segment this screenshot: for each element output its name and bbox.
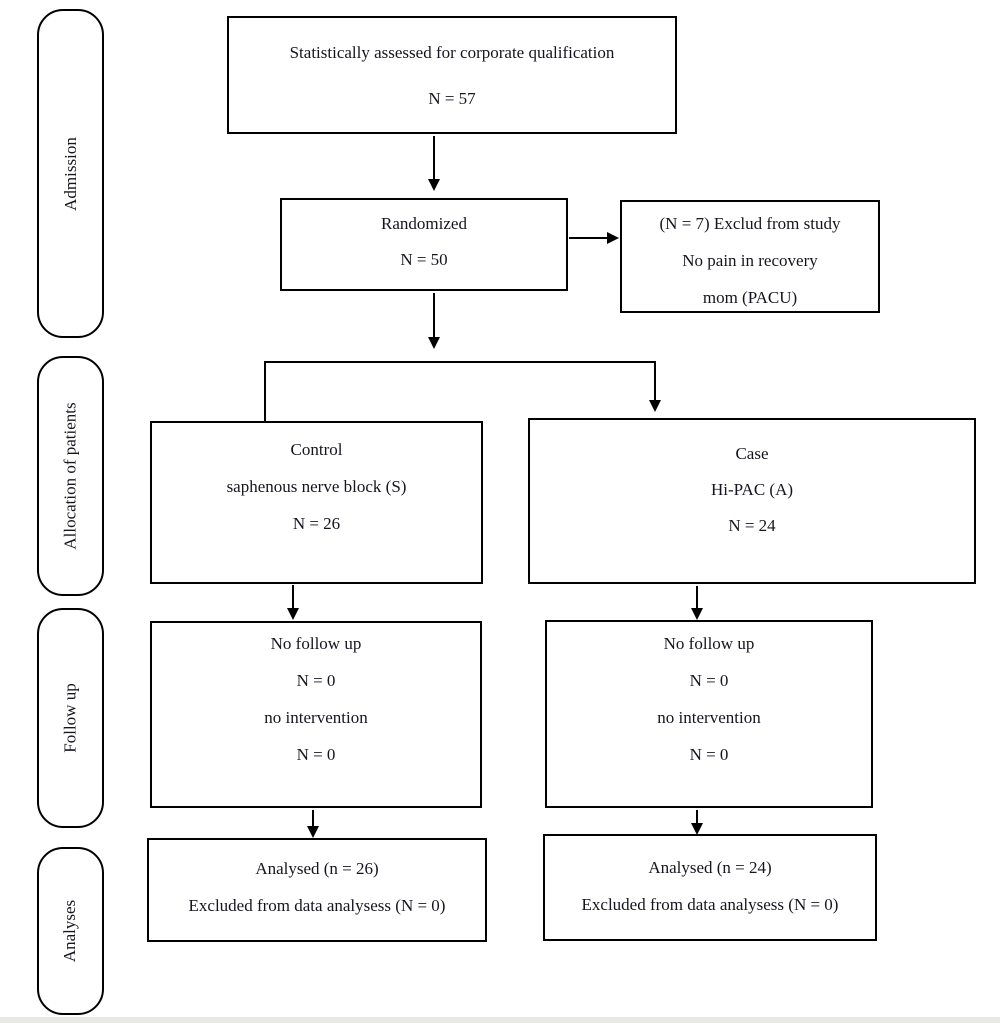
stage-admission: Admission <box>37 9 104 338</box>
box-randomized-line: Randomized <box>381 214 467 233</box>
box-assessed-for-qualification: Statistically assessed for corporate qua… <box>227 16 677 134</box>
box-control-group: Control saphenous nerve block (S) N = 26 <box>150 421 483 584</box>
box-assessed-line: Statistically assessed for corporate qua… <box>289 43 615 62</box>
box-analysed-line: Analysed (n = 26) <box>255 859 379 878</box>
arrow-randomized-to-excluded-shaft <box>569 237 609 239</box>
stage-allocation-of-patients: Allocation of patients <box>37 356 104 596</box>
arrow-assessed-to-randomized-shaft <box>433 136 435 181</box>
box-case-line: Hi-PAC (A) <box>710 480 794 499</box>
box-case-group: Case Hi-PAC (A) N = 24 <box>528 418 976 584</box>
stage-followup-label: Follow up <box>60 683 80 753</box>
stage-allocation-label: Allocation of patients <box>60 402 80 550</box>
split-to-case-head <box>649 400 661 412</box>
arrow-assessed-to-randomized-head <box>428 179 440 191</box>
box-followup-count: N = 0 <box>689 745 729 764</box>
box-followup-line: No follow up <box>663 634 755 653</box>
arrow-control-to-followup-shaft <box>292 585 294 610</box>
box-assessed-count: N = 57 <box>428 89 476 108</box>
box-randomized: Randomized N = 50 <box>280 198 568 291</box>
box-case-line: Case <box>735 444 769 463</box>
split-to-control-line <box>264 361 266 421</box>
box-followup-count: N = 0 <box>689 671 729 690</box>
arrow-randomized-to-excluded-head <box>607 232 619 244</box>
box-followup-case: No follow up N = 0 no intervention N = 0 <box>545 620 873 808</box>
box-analysed-case: Analysed (n = 24) Excluded from data ana… <box>543 834 877 941</box>
box-followup-control: No follow up N = 0 no intervention N = 0 <box>150 621 482 808</box>
box-excluded-line: No pain in recovery <box>682 251 818 270</box>
box-analysed-line: Excluded from data analysess (N = 0) <box>581 895 839 914</box>
stage-analyses: Analyses <box>37 847 104 1015</box>
stage-analyses-label: Analyses <box>60 899 80 963</box>
split-rail-line <box>264 361 656 363</box>
arrow-case-to-followup-shaft <box>696 586 698 609</box>
stage-admission-label: Admission <box>60 136 80 211</box>
box-analysed-line: Analysed (n = 24) <box>648 858 772 877</box>
box-followup-line: no intervention <box>264 708 368 727</box>
box-case-count: N = 24 <box>728 516 776 535</box>
box-excluded-from-study: (N = 7) Exclud from study No pain in rec… <box>620 200 880 313</box>
arrow-followup-to-analysed-left-shaft <box>312 810 314 828</box>
box-control-count: N = 26 <box>292 514 341 533</box>
box-analysed-line: Excluded from data analysess (N = 0) <box>188 896 446 915</box>
box-followup-count: N = 0 <box>296 745 336 764</box>
box-followup-line: No follow up <box>270 634 362 653</box>
stage-follow-up: Follow up <box>37 608 104 828</box>
box-followup-line: no intervention <box>657 708 761 727</box>
arrow-followup-to-analysed-right-head <box>691 823 703 835</box>
arrow-control-to-followup-head <box>287 608 299 620</box>
box-control-line: saphenous nerve block (S) <box>226 477 407 496</box>
image-bottom-edge <box>0 1017 1000 1023</box>
arrow-followup-to-analysed-left-head <box>307 826 319 838</box>
box-followup-count: N = 0 <box>296 671 336 690</box>
arrow-case-to-followup-head <box>691 608 703 620</box>
box-randomized-count: N = 50 <box>400 250 448 269</box>
box-excluded-line: (N = 7) Exclud from study <box>659 214 841 233</box>
arrow-followup-to-analysed-right-shaft <box>696 810 698 825</box>
box-analysed-control: Analysed (n = 26) Excluded from data ana… <box>147 838 487 942</box>
box-excluded-line: mom (PACU) <box>702 288 798 307</box>
arrow-randomized-to-split-head <box>428 337 440 349</box>
split-to-case-shaft <box>654 361 656 402</box>
box-control-line: Control <box>290 440 343 459</box>
arrow-randomized-to-split-shaft <box>433 293 435 338</box>
